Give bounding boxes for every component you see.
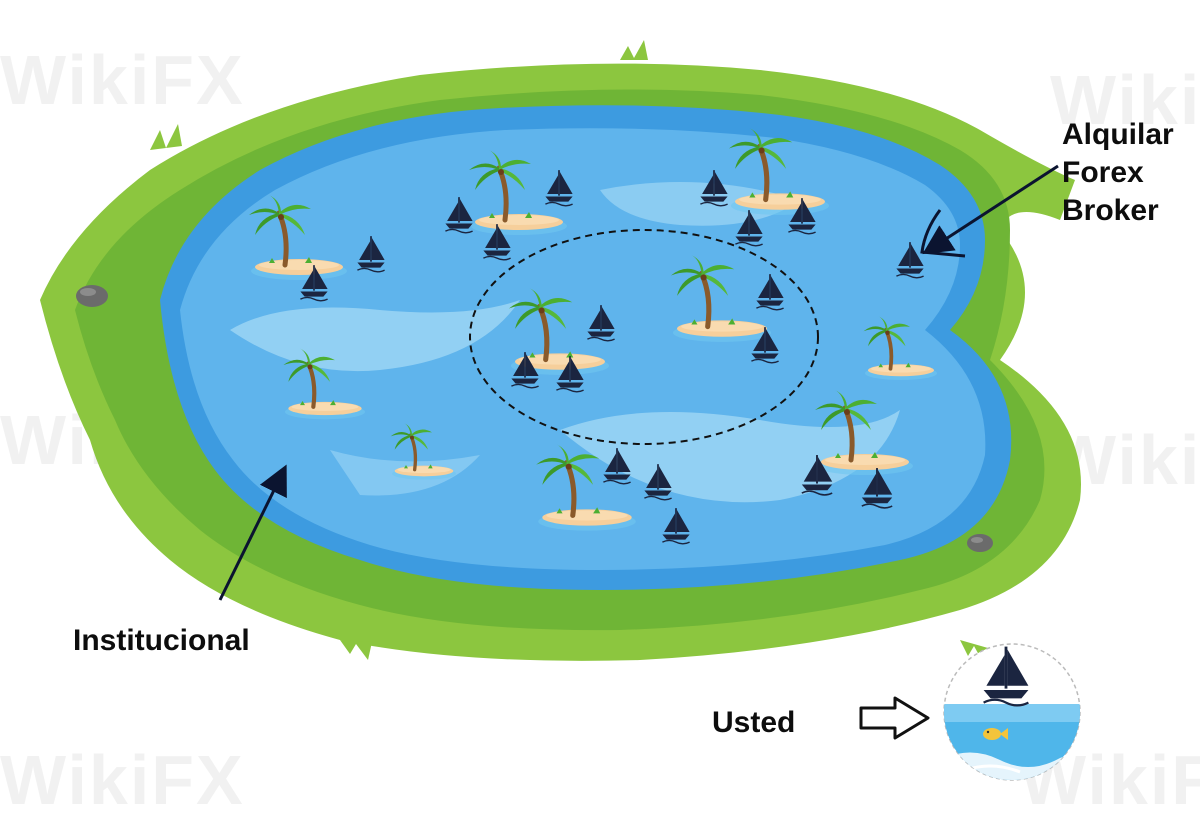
rock	[76, 285, 108, 307]
alquilar-forex-broker-label: Alquilar Forex Broker	[1062, 116, 1174, 230]
fish-icon	[983, 728, 1008, 740]
label-line: Forex	[1062, 156, 1144, 189]
dashed-circle	[469, 229, 819, 445]
institucional-arrow	[218, 464, 287, 601]
institucional-label: Institucional	[73, 624, 250, 657]
outline-arrow-right-icon	[859, 696, 930, 740]
label-line: Broker	[1062, 194, 1159, 227]
usted-label: Usted	[712, 706, 796, 739]
alquilar-arrow	[920, 164, 1059, 258]
lake-scene	[40, 40, 1081, 781]
lake-diagram: WikiFX WikiFX WikiFX WikiFX WikiFX WikiF…	[0, 40, 1200, 819]
label-line: Alquilar	[1062, 118, 1174, 151]
usted-circle	[943, 643, 1081, 781]
rock	[967, 534, 993, 552]
